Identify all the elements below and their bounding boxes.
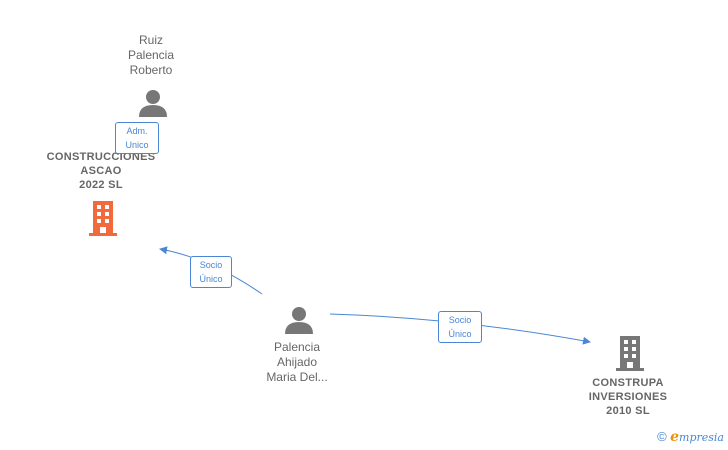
company-name-line: 2022 SL: [79, 179, 123, 191]
edge-label-line: Socio: [199, 260, 223, 270]
company-name-ascao[interactable]: CONSTRUCCIONES ASCAO 2022 SL: [30, 150, 172, 192]
building-icon[interactable]: [88, 200, 118, 236]
edge-label-socio-unico-ascao[interactable]: Socio Único: [190, 256, 232, 288]
brand-logo-text: mpresia: [679, 431, 724, 444]
person-icon[interactable]: [138, 88, 168, 118]
empresia-watermark: © empresia: [657, 429, 724, 445]
company-name-line: ASCAO: [80, 165, 122, 177]
company-name-line: INVERSIONES: [588, 391, 668, 403]
edge-label-line: Único: [448, 329, 472, 339]
brand-logo-letter: e: [670, 429, 680, 445]
edge-label-adm-unico[interactable]: Adm. Unico: [115, 122, 159, 154]
company-name-line: CONSTRUPA: [592, 377, 664, 389]
company-name-line: CONSTRUCCIONES: [46, 151, 156, 163]
edge-label-socio-unico-construpa[interactable]: Socio Único: [438, 311, 482, 343]
edge-label-line: Unico: [125, 140, 149, 150]
company-name-construpa[interactable]: CONSTRUPA INVERSIONES 2010 SL: [572, 376, 684, 418]
edge-label-line: Único: [199, 274, 223, 284]
edge-label-line: Socio: [448, 315, 472, 325]
person-name-palencia[interactable]: Palencia Ahijado Maria Del...: [266, 340, 328, 384]
person-icon[interactable]: [284, 305, 314, 335]
edge-label-line: Adm.: [126, 126, 148, 136]
building-icon[interactable]: [615, 335, 645, 371]
company-name-line: 2010 SL: [606, 405, 650, 417]
copyright-icon: ©: [657, 429, 667, 444]
person-name-ruiz[interactable]: Ruiz Palencia Roberto: [127, 33, 175, 77]
